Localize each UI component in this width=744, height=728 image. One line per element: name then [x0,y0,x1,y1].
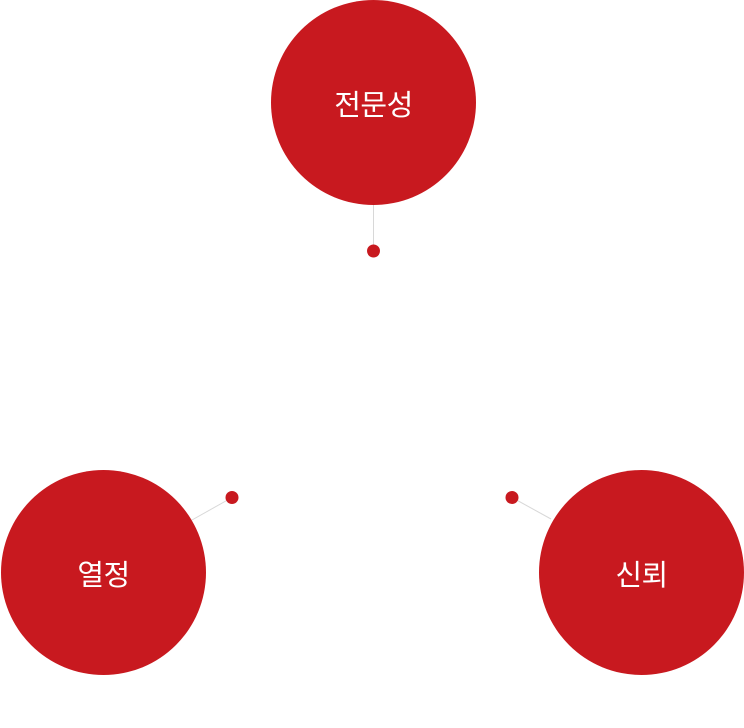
value-node-trust: 신뢰 [539,470,744,675]
connector-dot-left [225,491,239,504]
value-node-label: 전문성 [334,87,413,122]
connector-line-left [191,497,233,521]
connector-dot-top [367,244,380,258]
value-node-label: 열정 [77,557,130,592]
value-node-expertise: 전문성 [271,0,476,205]
value-node-passion: 열정 [1,470,206,675]
connector-line-right [511,497,552,520]
value-node-label: 신뢰 [615,557,668,592]
connector-dot-right [505,491,519,504]
